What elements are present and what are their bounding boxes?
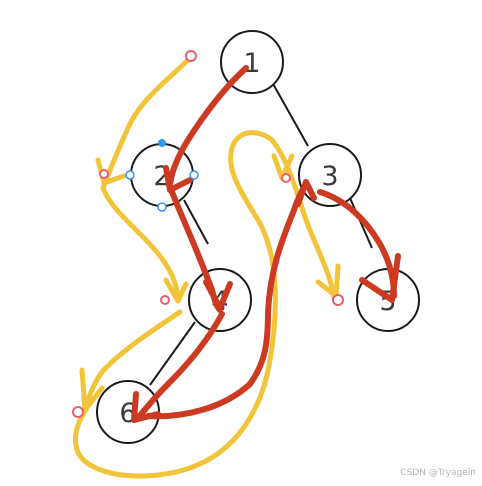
edge-4-6 xyxy=(149,321,196,386)
yellow-stroke-main xyxy=(100,55,193,303)
endpoint-start xyxy=(185,50,197,62)
endpoint-markers xyxy=(72,50,344,418)
yellow-arrowhead-mid xyxy=(163,277,189,304)
selection-handles[interactable] xyxy=(125,139,199,212)
edge-1-3 xyxy=(271,81,309,147)
yellow-stroke-loop xyxy=(73,130,337,479)
edge-2-4 xyxy=(183,199,209,245)
edge-3-5 xyxy=(349,197,373,249)
yellow-arrowhead-top xyxy=(95,157,127,186)
endpoint-node-6 xyxy=(72,406,84,418)
endpoint-node-5 xyxy=(332,294,344,306)
red-traversal xyxy=(131,65,401,423)
red-arrowhead-4 xyxy=(203,279,233,311)
endpoint-node-3 xyxy=(281,173,291,183)
resize-handle-top[interactable] xyxy=(158,139,166,147)
red-stroke-1-to-2 xyxy=(167,65,249,187)
resize-handle-right[interactable] xyxy=(189,170,199,180)
resize-handle-bottom[interactable] xyxy=(157,202,167,212)
endpoint-node-2 xyxy=(99,169,109,179)
yellow-traversal xyxy=(73,55,341,479)
node-3-label: 3 xyxy=(321,161,338,192)
yellow-stroke-left xyxy=(83,309,183,413)
red-arrowhead-3 xyxy=(295,179,317,207)
red-arrowhead-5 xyxy=(359,253,401,303)
endpoint-node-4 xyxy=(160,295,170,305)
resize-handle-left[interactable] xyxy=(125,170,135,180)
tree-edges xyxy=(149,81,373,386)
node-3-circle xyxy=(298,143,362,207)
node-1-label: 1 xyxy=(243,48,260,79)
red-stroke-4-to-6 xyxy=(135,311,225,421)
watermark: CSDN @Tryagein xyxy=(400,468,476,478)
